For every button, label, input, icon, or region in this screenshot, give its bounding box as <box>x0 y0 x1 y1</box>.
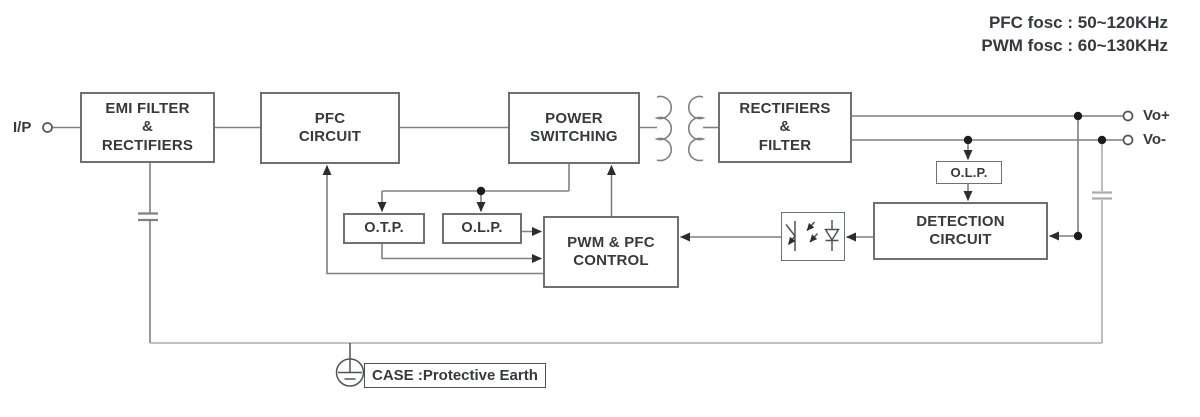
junction-dots <box>476 111 1107 241</box>
pfc-circuit-block: PFC CIRCUIT <box>260 92 400 164</box>
olp-primary-block: O.L.P. <box>442 213 522 244</box>
detection-circuit-block: DETECTION CIRCUIT <box>873 202 1048 260</box>
output-positive-label: Vo+ <box>1143 107 1170 124</box>
block-text: & <box>779 118 791 136</box>
block-text: PFC <box>314 109 346 127</box>
output-positive-terminal-icon <box>1122 110 1134 122</box>
case-protective-earth-label: CASE :Protective Earth <box>364 363 546 388</box>
block-text: PWM & PFC <box>567 233 655 251</box>
block-text: RECTIFIERS <box>101 136 194 154</box>
transformer-icon <box>654 95 706 162</box>
protective-earth-icon <box>335 343 365 387</box>
rectifiers-filter-block: RECTIFIERS & FILTER <box>718 92 852 163</box>
pfc-fosc-text: PFC fosc : 50~120KHz <box>988 13 1168 32</box>
block-text: RECTIFIERS <box>739 100 831 118</box>
output-negative-terminal-icon <box>1122 134 1134 146</box>
frequency-annotation: PFC fosc : 50~120KHz PWM fosc : 60~130KH… <box>981 12 1168 57</box>
input-terminal-label: I/P <box>13 119 32 136</box>
input-terminal-icon <box>42 122 53 133</box>
input-capacitor-icon <box>138 212 158 222</box>
block-text: CIRCUIT <box>929 231 992 248</box>
optocoupler-block <box>781 212 845 261</box>
block-text: O.L.P. <box>461 219 503 236</box>
block-text: SWITCHING <box>530 128 618 145</box>
output-negative-label: Vo- <box>1143 131 1167 148</box>
pwm-fosc-text: PWM fosc : 60~130KHz <box>981 35 1168 55</box>
output-capacitor-icon <box>1092 191 1112 200</box>
block-text: CONTROL <box>573 252 649 269</box>
block-text: FILTER <box>758 136 812 154</box>
block-text: & <box>141 118 154 136</box>
signal-arrows <box>322 140 1078 275</box>
pwm-pfc-control-block: PWM & PFC CONTROL <box>543 216 679 288</box>
block-text: DETECTION <box>916 212 1005 230</box>
power-switching-block: POWER SWITCHING <box>508 92 640 164</box>
emi-filter-rectifiers-block: EMI FILTER & RECTIFIERS <box>80 92 215 163</box>
block-text: EMI FILTER <box>105 100 190 118</box>
otp-block: O.T.P. <box>343 213 425 244</box>
block-text: O.L.P. <box>950 164 988 180</box>
block-text: O.T.P. <box>364 219 404 236</box>
optocoupler-icon <box>785 220 840 251</box>
main-wires <box>52 115 1124 343</box>
io-terminals <box>42 110 1134 146</box>
block-text: CIRCUIT <box>298 128 362 145</box>
block-text: POWER <box>545 109 603 127</box>
chassis-wires <box>150 140 1103 344</box>
olp-secondary-block: O.L.P. <box>936 161 1002 184</box>
